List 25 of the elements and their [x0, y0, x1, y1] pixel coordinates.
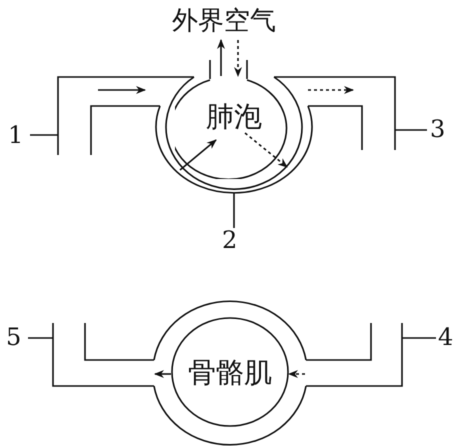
callout-number: 3: [430, 117, 446, 141]
leader-line: [28, 337, 53, 339]
alveolus-label: 肺泡: [206, 103, 262, 131]
arrow: [288, 370, 305, 378]
arrow: [217, 39, 225, 76]
arrow: [234, 40, 242, 77]
arrow: [154, 370, 171, 378]
callout-number: 5: [6, 325, 22, 349]
callout-number: 1: [8, 123, 24, 147]
muscle-label: 骨骼肌: [188, 359, 272, 387]
capillary: [153, 300, 307, 446]
blood-vessel: [274, 76, 396, 150]
leader-line: [233, 193, 235, 228]
callout-number: 4: [438, 325, 454, 349]
arrow: [179, 139, 217, 171]
blood-vessel: [306, 323, 403, 387]
callout-number: 2: [222, 228, 238, 252]
blood-vessel: [57, 76, 194, 155]
air-label: 外界空气: [172, 8, 276, 34]
leader-line: [395, 129, 427, 131]
capillary: [155, 76, 313, 194]
blood-vessel: [52, 323, 154, 387]
leader-line: [30, 134, 58, 136]
arrow: [244, 132, 288, 168]
leader-line: [402, 337, 436, 339]
